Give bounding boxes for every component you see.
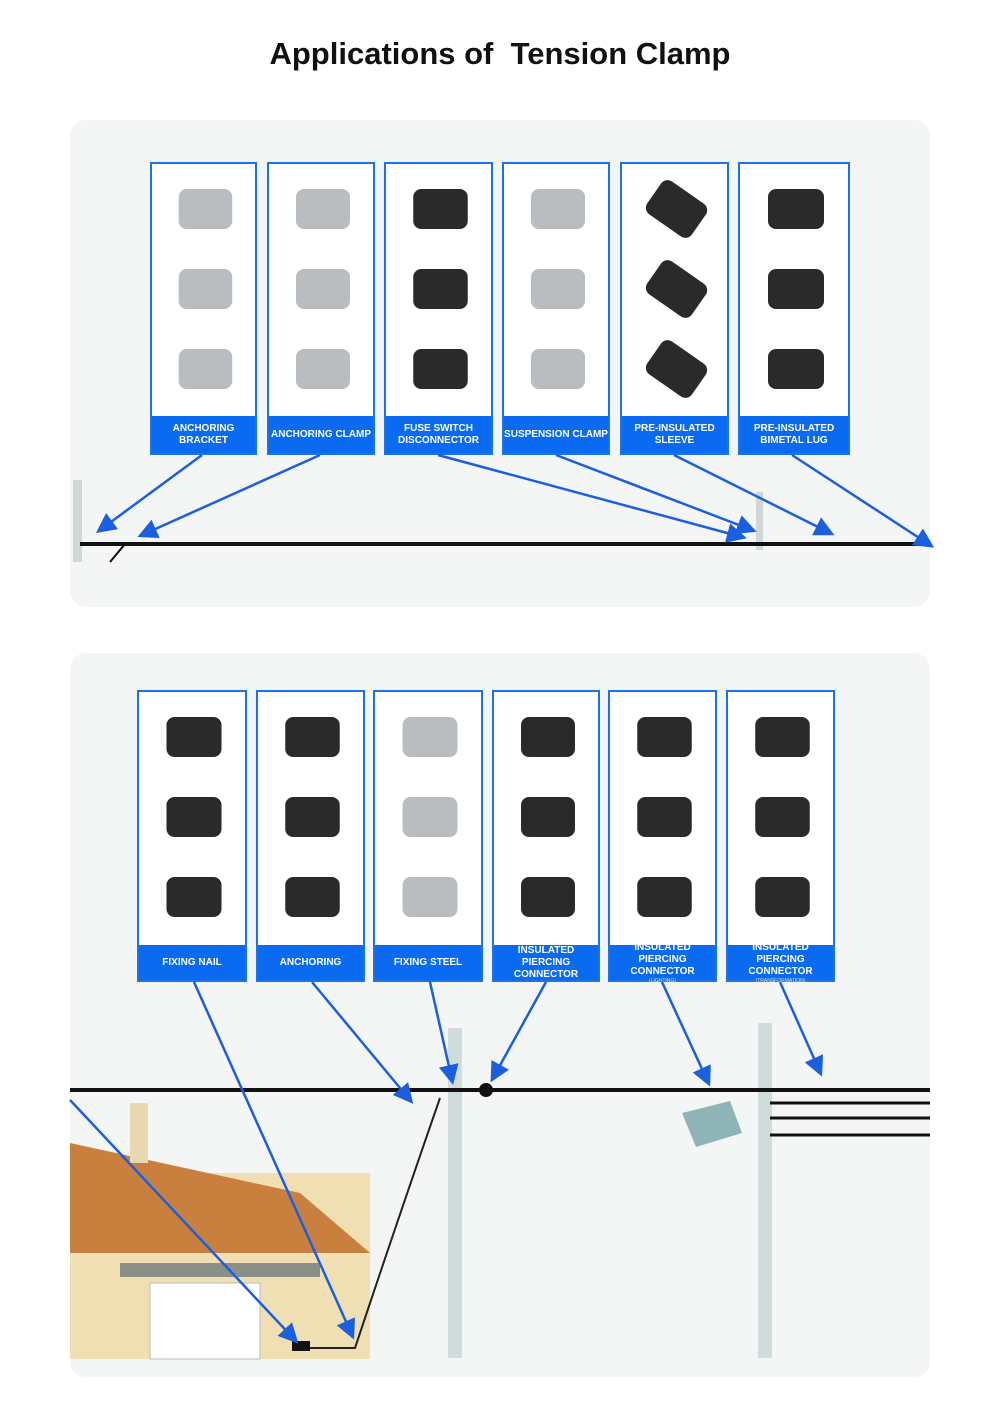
bottom-card: FIXING NAIL: [137, 690, 247, 982]
top-card: PRE-INSULATED SLEEVE: [620, 162, 729, 455]
card-label: INSULATED PIERCING CONNECTOR(LIGHTING): [610, 942, 715, 984]
top-card: SUSPENSION CLAMP: [502, 162, 610, 455]
top-card: PRE-INSULATED BIMETAL LUG: [738, 162, 850, 455]
steel-product-icon: [402, 717, 458, 917]
bottom-card: FIXING STEEL: [373, 690, 483, 982]
bracket-product-icon: [178, 189, 233, 389]
card-label: PRE-INSULATED BIMETAL LUG: [740, 416, 848, 453]
bottom-card: INSULATED PIERCING CONNECTOR: [492, 690, 600, 982]
wall-bracket-pole: [73, 480, 82, 562]
card-label: INSULATED PIERCING CONNECTOR(TRANSFORMAT…: [728, 942, 833, 984]
bottom-card: ANCHORING: [256, 690, 365, 982]
top-card: FUSE SWITCH DISCONNECTOR: [384, 162, 493, 455]
bottom-card: INSULATED PIERCING CONNECTOR(LIGHTING): [608, 690, 717, 984]
pole-right: [758, 1023, 772, 1358]
card-label: ANCHORING BRACKET: [152, 416, 255, 453]
page-title: Applications of Tension Clamp: [269, 36, 731, 71]
card-label: ANCHORING CLAMP: [269, 416, 373, 453]
ipc-t-product-icon: [755, 717, 810, 917]
pole-left: [448, 1028, 462, 1358]
service-drop: [295, 1097, 441, 1349]
suspension-product-icon: [531, 189, 585, 389]
card-label: FIXING STEEL: [375, 945, 481, 980]
card-label: INSULATED PIERCING CONNECTOR: [494, 945, 598, 980]
street-light: [682, 1101, 742, 1147]
pole: [756, 492, 763, 550]
card-label: FIXING NAIL: [139, 945, 245, 980]
ipc-product-icon: [521, 717, 575, 917]
nail-product-icon: [166, 717, 222, 917]
ipc-product-icon: [637, 717, 692, 917]
fuse-product-icon: [413, 189, 468, 389]
card-label: PRE-INSULATED SLEEVE: [622, 416, 727, 453]
clamp-product-icon: [296, 189, 350, 389]
top-card: ANCHORING CLAMP: [267, 162, 375, 455]
top-card: ANCHORING BRACKET: [150, 162, 257, 455]
anchoring-product-icon: [285, 717, 340, 917]
card-label: ANCHORING: [258, 945, 363, 980]
lug-product-icon: [768, 189, 824, 389]
sleeve-product-icon: [645, 180, 708, 398]
house: [70, 1103, 370, 1360]
card-label: SUSPENSION CLAMP: [504, 416, 608, 453]
card-label: FUSE SWITCH DISCONNECTOR: [386, 416, 491, 453]
bottom-card: INSULATED PIERCING CONNECTOR(TRANSFORMAT…: [726, 690, 835, 984]
